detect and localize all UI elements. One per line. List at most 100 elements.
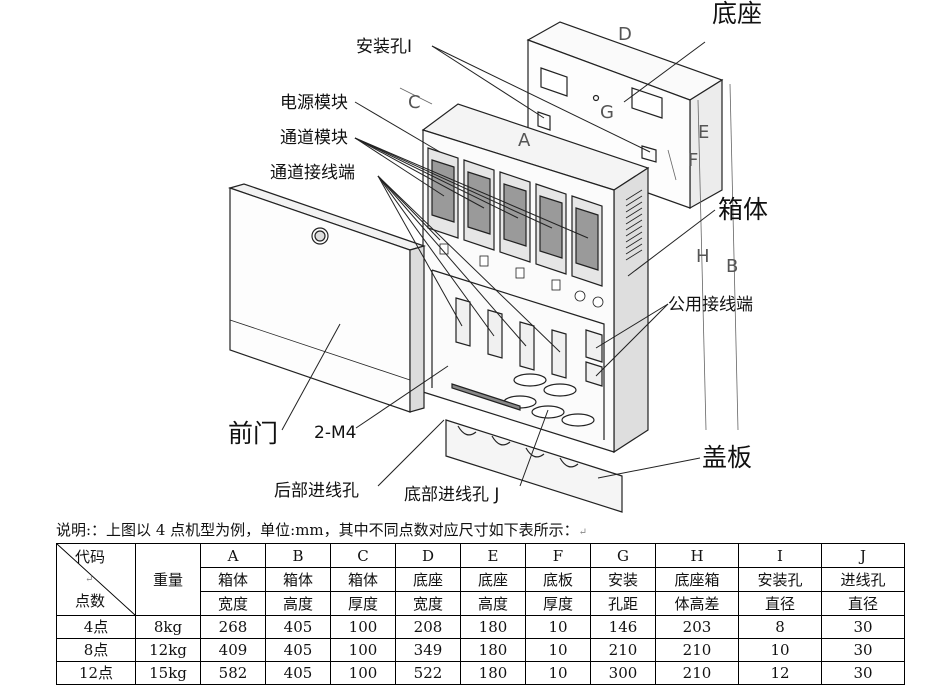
- spec-table: 代码 ↵ 点数 重量 A B C D E F G H I J 箱体 箱体 箱体 …: [56, 543, 905, 685]
- code-cell: B: [265, 543, 331, 568]
- value-cell: 10: [525, 661, 591, 685]
- cover-plate: [445, 419, 623, 513]
- corner-bottom: 点数: [75, 592, 106, 610]
- value-cell: 8: [738, 615, 822, 639]
- value-cell: 30: [821, 615, 905, 639]
- note-sentence: 说明:：上图以 4 点机型为例，单位:mm，其中不同点数对应尺寸如下表所示：: [56, 521, 579, 539]
- value-cell: 405: [265, 661, 331, 685]
- value-cell: 12: [738, 661, 822, 685]
- name-cell: 箱体: [265, 567, 331, 592]
- name-cell: 底板: [525, 567, 591, 592]
- value-cell: 180: [460, 638, 526, 662]
- value-cell: 100: [330, 661, 396, 685]
- dim-letter-f: F: [688, 150, 698, 171]
- value-cell: 582: [200, 661, 266, 685]
- value-cell: 100: [330, 615, 396, 639]
- label-common-terminal: 公用接线端: [668, 295, 753, 315]
- value-cell: 208: [395, 615, 461, 639]
- weight-header: 重量: [135, 543, 201, 616]
- corner-top: 代码: [75, 548, 106, 566]
- weight-cell: 15kg: [135, 661, 201, 685]
- code-cell: G: [590, 543, 656, 568]
- terminal-blocks: [455, 297, 603, 387]
- label-power-module: 电源模块: [280, 93, 348, 113]
- paragraph-mark-icon: ↵: [85, 574, 94, 585]
- corner-cell: 代码 ↵ 点数: [56, 543, 136, 616]
- value-cell: 210: [590, 638, 656, 662]
- weight-cell: 12kg: [135, 638, 201, 662]
- name-cell: 直径: [821, 591, 905, 616]
- name-cell: 孔距: [590, 591, 656, 616]
- name-cell: 箱体: [200, 567, 266, 592]
- dim-letter-e: E: [698, 122, 709, 143]
- value-cell: 522: [395, 661, 461, 685]
- value-cell: 203: [655, 615, 739, 639]
- name-cell: 安装孔: [738, 567, 822, 592]
- leader-lines: [281, 41, 716, 487]
- dim-letter-d: D: [618, 24, 632, 45]
- name-cell: 直径: [738, 591, 822, 616]
- table-row: 4点 8kg 268 405 100 208 180 10 146 203 8 …: [56, 615, 905, 639]
- label-base: 底座: [712, 0, 762, 28]
- value-cell: 10: [525, 638, 591, 662]
- value-cell: 210: [655, 661, 739, 685]
- code-cell: D: [395, 543, 461, 568]
- value-cell: 405: [265, 638, 331, 662]
- label-channel-terminal: 通道接线端: [270, 163, 355, 183]
- name-cell: 安装: [590, 567, 656, 592]
- name-cell: 厚度: [330, 591, 396, 616]
- name-cell: 宽度: [200, 591, 266, 616]
- front-door: [228, 183, 426, 413]
- label-bottom-inlet: 底部进线孔 J: [404, 485, 499, 505]
- name-cell: 箱体: [330, 567, 396, 592]
- name-cell: 高度: [460, 591, 526, 616]
- value-cell: 30: [821, 661, 905, 685]
- base-plate: [526, 21, 724, 296]
- code-cell: I: [738, 543, 822, 568]
- table-name-row-1: 箱体 箱体 箱体 底座 底座 底板 安装 底座箱 安装孔 进线孔: [57, 567, 905, 592]
- label-mount-hole: 安装孔I: [356, 37, 412, 57]
- label-box: 箱体: [718, 195, 768, 224]
- points-cell: 4点: [56, 615, 136, 639]
- label-m4: 2-M4: [314, 423, 356, 443]
- note-text: 说明:：上图以 4 点机型为例，单位:mm，其中不同点数对应尺寸如下表所示：↵: [56, 519, 587, 540]
- dimension-lines: [399, 83, 739, 431]
- value-cell: 30: [821, 638, 905, 662]
- name-cell: 体高差: [655, 591, 739, 616]
- code-cell: H: [655, 543, 739, 568]
- value-cell: 405: [265, 615, 331, 639]
- name-cell: 底座: [460, 567, 526, 592]
- value-cell: 180: [460, 661, 526, 685]
- paragraph-mark-icon: ↵: [578, 527, 588, 538]
- points-cell: 8点: [56, 638, 136, 662]
- name-cell: 厚度: [525, 591, 591, 616]
- name-cell: 高度: [265, 591, 331, 616]
- value-cell: 10: [525, 615, 591, 639]
- label-channel-module: 通道模块: [280, 128, 348, 148]
- dim-letter-g: G: [600, 102, 614, 123]
- value-cell: 180: [460, 615, 526, 639]
- code-cell: E: [460, 543, 526, 568]
- label-front-door: 前门: [228, 419, 278, 448]
- table-row: 12点 15kg 582 405 100 522 180 10 300 210 …: [56, 661, 905, 685]
- weight-cell: 8kg: [135, 615, 201, 639]
- value-cell: 10: [738, 638, 822, 662]
- value-cell: 300: [590, 661, 656, 685]
- dim-letter-h: H: [696, 246, 710, 267]
- label-rear-inlet: 后部进线孔: [274, 481, 359, 501]
- code-cell: F: [525, 543, 591, 568]
- code-cell: C: [330, 543, 396, 568]
- code-cell: A: [200, 543, 266, 568]
- value-cell: 210: [655, 638, 739, 662]
- value-cell: 409: [200, 638, 266, 662]
- dim-letter-c: C: [408, 92, 421, 113]
- points-cell: 12点: [56, 661, 136, 685]
- bottom-holes: [451, 373, 595, 427]
- table-header-row: 代码 ↵ 点数 重量 A B C D E F G H I J: [56, 543, 905, 616]
- name-cell: 进线孔: [821, 567, 905, 592]
- code-cell: J: [821, 543, 905, 568]
- table-row: 8点 12kg 409 405 100 349 180 10 210 210 1…: [56, 638, 905, 662]
- dim-letter-b: B: [726, 256, 738, 277]
- value-cell: 100: [330, 638, 396, 662]
- value-cell: 268: [200, 615, 266, 639]
